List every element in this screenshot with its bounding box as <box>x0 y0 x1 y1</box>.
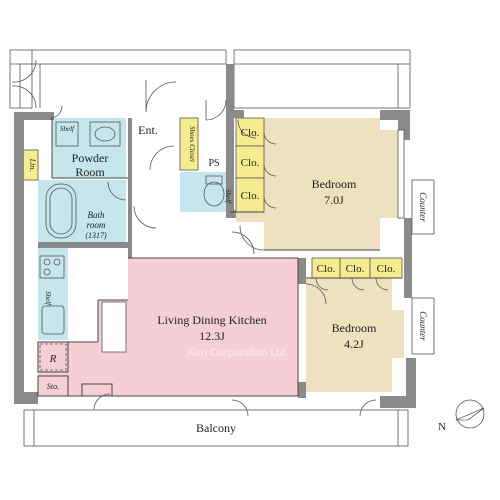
counter-upper-label: Counter <box>418 192 428 222</box>
closet-label: Clo. <box>317 263 336 275</box>
bathroom-fill <box>38 180 126 242</box>
bathroom-size-label: (1317) <box>85 231 107 240</box>
powder-room-label-2: Room <box>75 165 105 179</box>
bathroom-label-1: Bath <box>88 210 105 220</box>
ldk-name: Living Dining Kitchen <box>157 313 266 327</box>
closet-label: Clo. <box>377 263 396 275</box>
compass-icon: N <box>438 399 485 433</box>
bedroom-1-fill <box>236 118 402 250</box>
kitchen-island <box>101 301 127 353</box>
balcony <box>23 409 409 447</box>
bedroom-2-name: Bedroom <box>332 321 377 335</box>
counter-lower-label: Counter <box>418 311 428 341</box>
bedroom-2-fill <box>306 278 404 392</box>
walls <box>14 64 416 408</box>
powder-room-label-1: Powder <box>72 151 109 165</box>
balcony-label: Balcony <box>196 421 236 435</box>
upper-terrace <box>9 49 411 109</box>
closets <box>21 117 403 279</box>
entrance-label: Ent. <box>138 123 158 137</box>
closet-arcs <box>263 131 389 291</box>
refrigerator-label: R <box>49 353 57 365</box>
powder-sink <box>89 121 121 147</box>
bedroom-1-size: 7.0J <box>324 193 344 207</box>
closet-label: Clo. <box>241 190 260 202</box>
fixtures <box>39 121 435 371</box>
ps-fill <box>180 172 230 212</box>
closet-label: Clo. <box>241 127 260 139</box>
linen-label: Lin. <box>28 158 37 172</box>
bathtub <box>45 183 77 239</box>
kitchen-sink <box>41 305 65 335</box>
bedroom-2-size: 4.2J <box>344 337 364 351</box>
toilet <box>203 181 225 207</box>
door-swings <box>11 59 377 417</box>
shelf-powder-label: Shelf <box>60 125 75 133</box>
bedroom-1-name: Bedroom <box>312 177 357 191</box>
partitions <box>37 118 402 397</box>
ps-label: PS <box>208 158 219 169</box>
ldk-size: 12.3J <box>199 329 225 343</box>
stove <box>39 255 65 279</box>
ldk-fill <box>38 258 298 396</box>
watermark: Ken Corporation Ltd. <box>187 347 289 359</box>
shelf-ps-label: Shelf <box>224 189 232 204</box>
labels: Ent. Shoes Closet PS Shelf Powder Room S… <box>28 123 428 435</box>
powder-room-fill <box>52 118 126 178</box>
closet-label: Clo. <box>346 263 365 275</box>
shoes-closet-label: Shoes Closet <box>188 126 196 163</box>
shelf-kitchen-label: Shelf <box>44 291 52 306</box>
kitchen-counter-fill <box>38 248 68 340</box>
compass-north-label: N <box>438 421 446 433</box>
room-fills <box>38 118 404 396</box>
bathroom-label-2: room <box>87 220 106 230</box>
storage-label: Sto. <box>47 382 59 391</box>
closet-label: Clo. <box>241 157 260 169</box>
